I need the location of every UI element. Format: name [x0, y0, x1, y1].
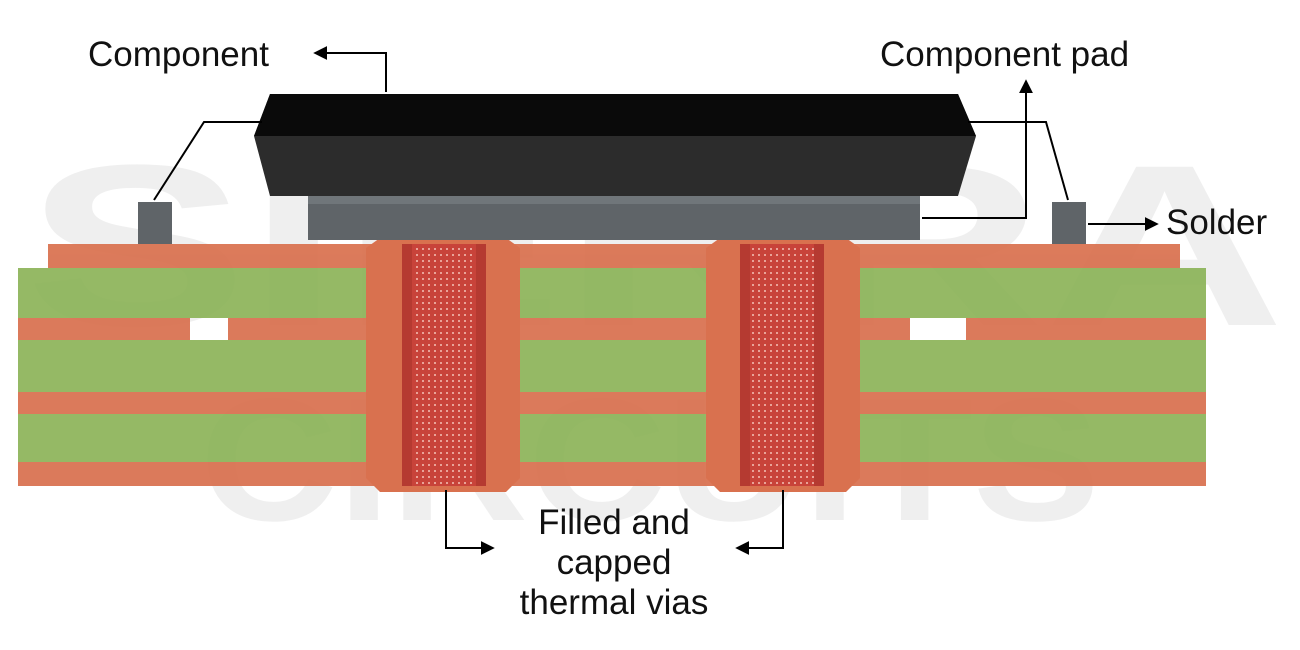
top-copper-layer	[48, 244, 1180, 268]
vias-label-line3: thermal vias	[520, 583, 709, 622]
solder-right	[1052, 202, 1086, 244]
via-leader-left	[445, 490, 495, 555]
component-label: Component	[88, 35, 269, 74]
component-leader	[313, 46, 387, 92]
component-pad-label: Component pad	[880, 35, 1129, 74]
solder-left	[138, 202, 172, 244]
via-leader-right	[735, 490, 784, 555]
pcb-board	[18, 244, 1206, 486]
laminate-layer-3	[18, 414, 1206, 462]
thermal-via-left	[366, 238, 520, 492]
laminate-layer-1	[18, 268, 1206, 318]
bottom-copper-layer	[18, 462, 1206, 486]
solder-leader-left	[153, 121, 262, 201]
vias-label-line1: Filled and	[538, 503, 690, 542]
solder-label: Solder	[1166, 203, 1268, 242]
pad-leader	[922, 79, 1033, 219]
thermal-via-right	[706, 238, 860, 492]
solder-leader-right	[968, 121, 1069, 201]
vias-label-line2: capped	[557, 543, 672, 582]
component-body	[254, 94, 976, 196]
leader-lines	[153, 46, 1159, 555]
inner-copper-layer-2	[18, 392, 1206, 414]
laminate-layer-2	[18, 340, 1206, 392]
